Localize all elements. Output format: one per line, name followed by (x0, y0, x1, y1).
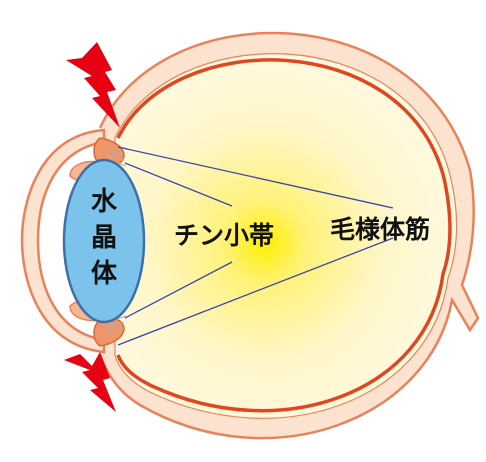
lightning-bolt-icon-top (66, 42, 120, 128)
label-lens-char-1: 水 (91, 187, 118, 217)
pointer-zonule-top (124, 162, 233, 207)
pointer-lines (117, 146, 394, 346)
label-lens-char-2: 晶 (91, 223, 117, 253)
label-ciliary-muscle: 毛様体筋 (330, 215, 430, 244)
lightning-bolt-icon-bottom (64, 352, 116, 412)
retina-line (116, 58, 452, 413)
pointer-ciliary-bottom (117, 237, 394, 346)
pointer-zonule-bottom (124, 261, 233, 319)
label-zonule: チン小帯 (174, 221, 274, 250)
cornea (20, 128, 106, 354)
label-lens-char-3: 体 (91, 259, 118, 289)
pointer-ciliary-top (117, 146, 394, 209)
vitreous-body (114, 53, 458, 419)
lens (62, 158, 146, 324)
